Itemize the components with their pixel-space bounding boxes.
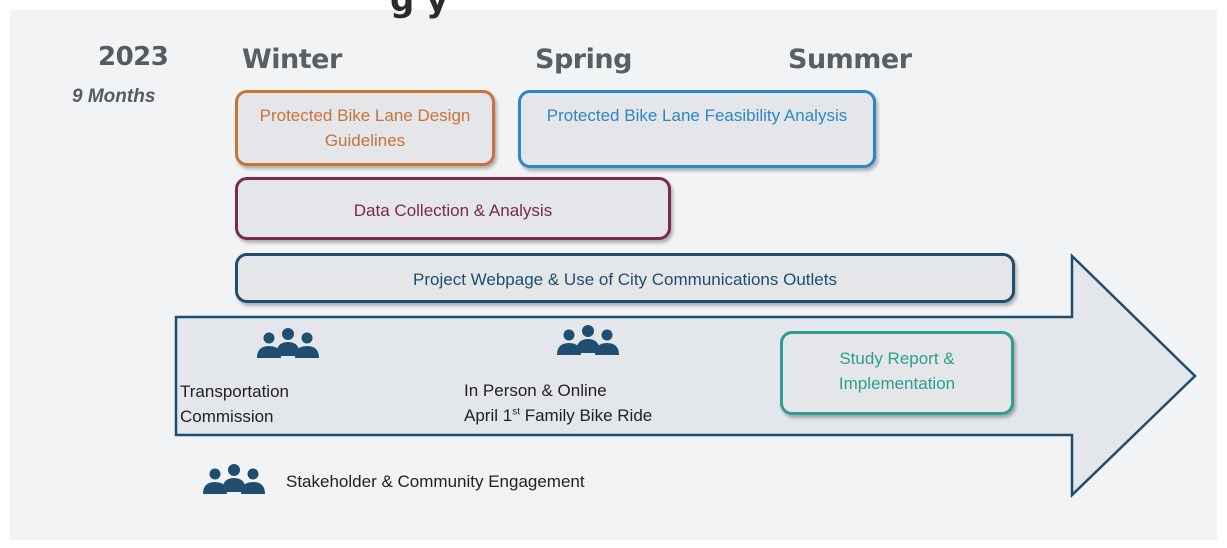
in-person-date: April 1: [464, 406, 513, 425]
timeline-arrow: [174, 253, 1197, 498]
study-report-line2: Implementation: [838, 374, 956, 393]
cropped-title: g y: [390, 0, 449, 20]
webpage-label: Project Webpage & Use of City Communicat…: [413, 270, 837, 289]
arrow-shape: [174, 253, 1197, 498]
data-collection-label: Data Collection & Analysis: [353, 201, 553, 220]
season-spring: Spring: [535, 44, 632, 75]
transportation-line2: Commission: [180, 407, 274, 426]
people-group-icon: [203, 464, 265, 494]
study-report-box: Study Report & Implementation: [780, 331, 1014, 415]
transportation-commission-label: Transportation Commission: [180, 379, 289, 429]
study-report-line1: Study Report &: [839, 349, 955, 368]
year-label: 2023: [98, 42, 169, 72]
in-person-event: Family Bike Ride: [519, 406, 653, 425]
feasibility-label: Protected Bike Lane Feasibility Analysis: [546, 106, 848, 125]
season-winter: Winter: [242, 44, 342, 75]
feasibility-box: Protected Bike Lane Feasibility Analysis: [518, 90, 876, 168]
webpage-box: Project Webpage & Use of City Communicat…: [235, 253, 1015, 303]
people-group-icon: [557, 325, 619, 355]
in-person-line2: April 1st Family Bike Ride: [464, 403, 652, 428]
people-group-icon: [257, 328, 319, 358]
season-summer: Summer: [788, 44, 912, 75]
legend-label: Stakeholder & Community Engagement: [286, 472, 585, 491]
in-person-date-suffix: st: [512, 406, 520, 418]
timeline-panel: g y 2023 9 Months Winter Spring Summer P…: [10, 0, 1217, 540]
in-person-line1: In Person & Online: [464, 381, 607, 400]
in-person-label: In Person & Online April 1st Family Bike…: [464, 378, 652, 428]
duration-label: 9 Months: [72, 86, 156, 107]
data-collection-box: Data Collection & Analysis: [235, 177, 671, 240]
transportation-line1: Transportation: [180, 382, 289, 401]
design-guidelines-line2: Guidelines: [324, 131, 406, 150]
design-guidelines-box: Protected Bike Lane Design Guidelines: [235, 90, 495, 166]
design-guidelines-line1: Protected Bike Lane Design: [259, 106, 471, 125]
